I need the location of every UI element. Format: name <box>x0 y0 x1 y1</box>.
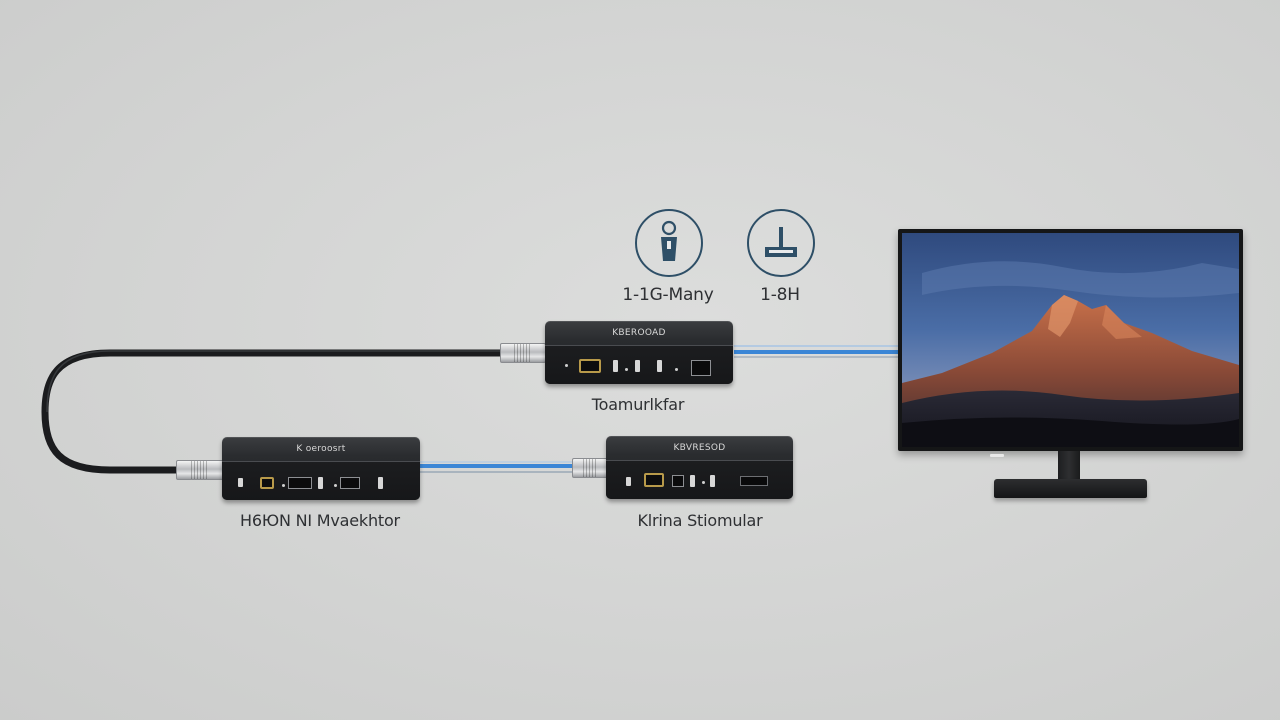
hdmi-port <box>260 477 274 489</box>
network-router-icon <box>747 209 815 277</box>
output-port <box>740 476 768 486</box>
receiver-brand: KBVRESOD <box>673 443 726 453</box>
left-device-front-panel <box>222 461 420 500</box>
left-device-brand: K oeroosrt <box>296 444 346 454</box>
transmitter-brand: KBEROOAD <box>612 328 666 338</box>
receiver-caption: Klrina Stiomular <box>637 511 763 530</box>
transmitter-caption: Toamurlkfar <box>591 395 685 414</box>
receiver-front-panel <box>606 460 793 499</box>
monitor-stand-base <box>994 479 1147 498</box>
mountain-landscape-image <box>902 233 1239 447</box>
transmitter-front-panel <box>545 345 733 384</box>
cable-connector-top <box>500 343 546 363</box>
cable-connector-right <box>572 458 608 478</box>
monitor-stand-neck <box>1058 451 1080 484</box>
port-slot <box>626 477 631 486</box>
left-device-caption: H6ЮN NI Mvaekhtor <box>240 511 400 530</box>
hdmi-port <box>579 359 601 373</box>
hdmi-port <box>644 473 664 487</box>
led-indicator <box>675 368 678 371</box>
led-indicator <box>565 364 568 367</box>
port-slot <box>710 475 715 487</box>
port-slot <box>378 477 383 489</box>
cable-connector-left <box>176 460 224 480</box>
port-slot <box>318 477 323 489</box>
led-indicator <box>334 484 337 487</box>
rj45-port <box>672 475 684 487</box>
rj45-port <box>340 477 360 489</box>
left-device: K oeroosrt <box>222 437 420 500</box>
port-slot <box>690 475 695 487</box>
black-cable <box>41 349 506 474</box>
usb-key-label: 1-1G-Many <box>622 285 714 305</box>
port-slot <box>238 478 243 487</box>
transmitter-device: KBEROOAD <box>545 321 733 384</box>
led-indicator <box>282 484 285 487</box>
receiver-device: KBVRESOD <box>606 436 793 499</box>
rj45-port <box>288 477 312 489</box>
led-indicator <box>702 481 705 484</box>
monitor-power-led <box>990 454 1004 457</box>
port-slot <box>613 360 618 372</box>
port-slot <box>635 360 640 372</box>
network-router-label: 1-8H <box>760 285 800 305</box>
monitor-screen <box>902 233 1239 447</box>
led-indicator <box>625 368 628 371</box>
rj45-port <box>691 360 711 376</box>
usb-key-icon <box>635 209 703 277</box>
port-slot <box>657 360 662 372</box>
